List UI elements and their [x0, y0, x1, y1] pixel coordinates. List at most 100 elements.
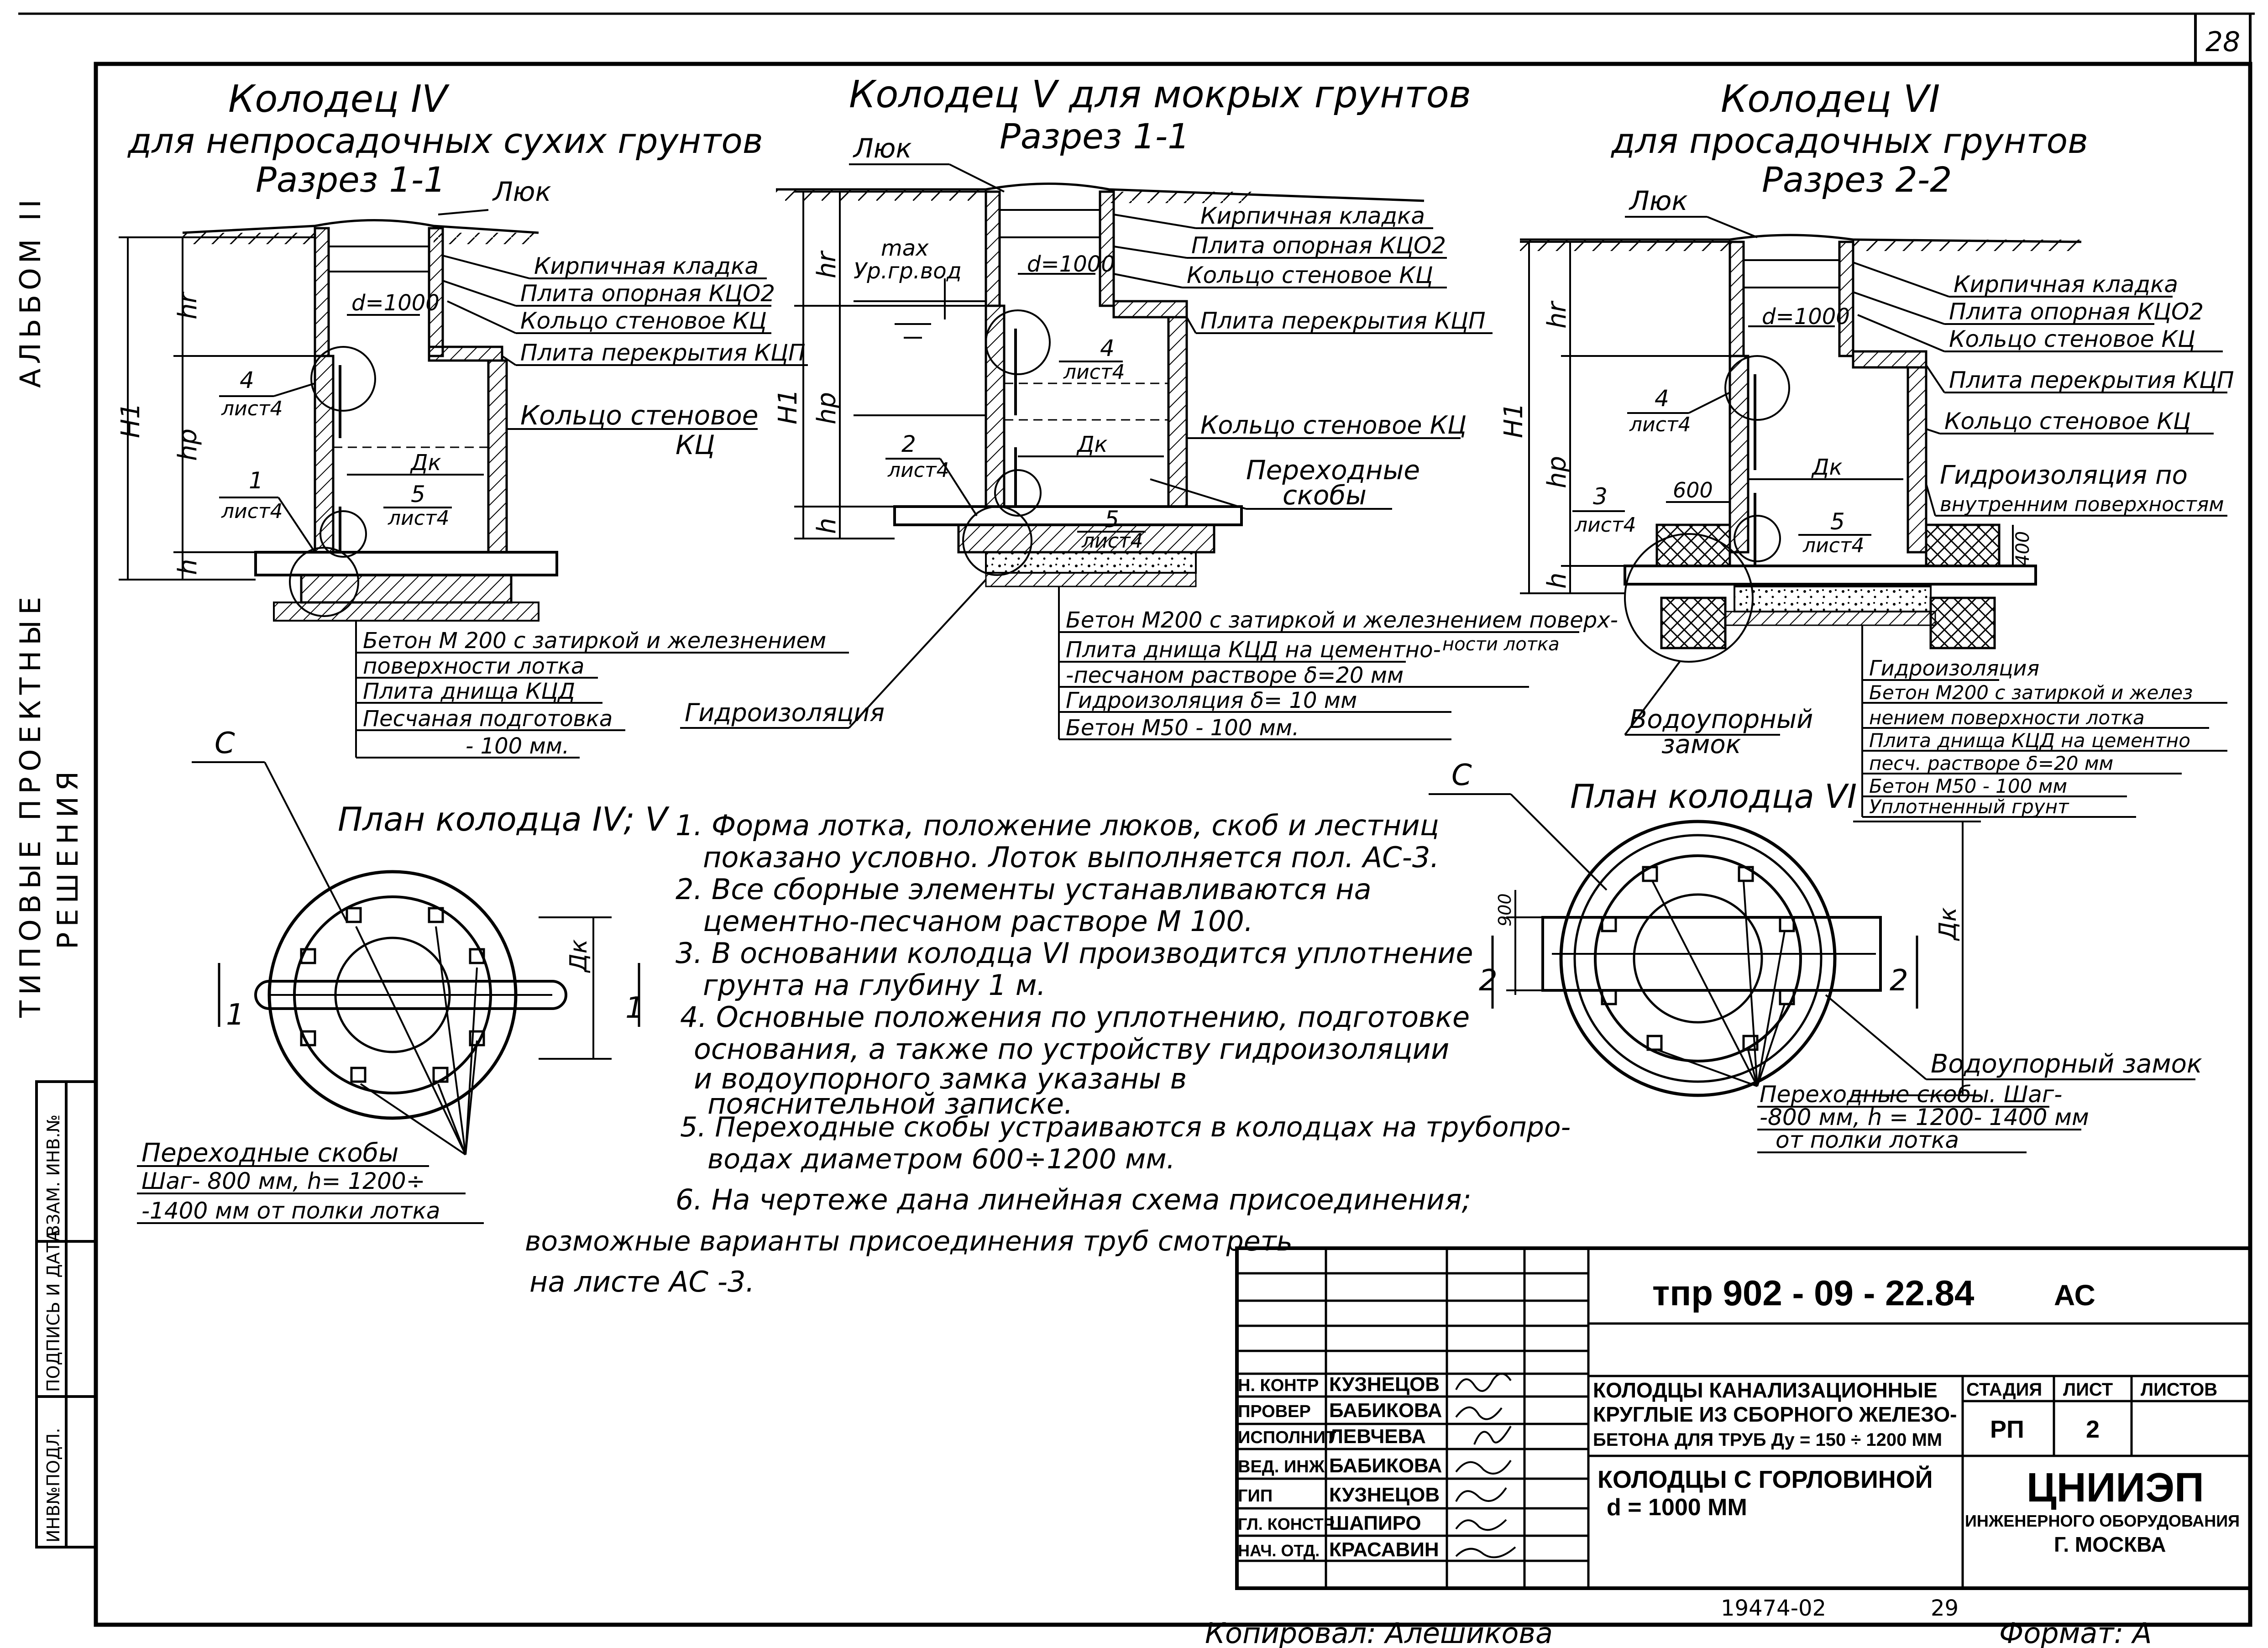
- well5-dim-H1: H1: [773, 389, 803, 424]
- sheet-title-1: КОЛОДЦЫ С ГОРЛОВИНОЙ: [1598, 1465, 1933, 1493]
- well4-base-note-3: Плита днища КЦД: [363, 679, 575, 704]
- role-4: ВЕД. ИНЖ: [1238, 1457, 1325, 1476]
- well5-label-kc: Кольцо стеновое КЦ: [1187, 262, 1433, 288]
- plan6-lock: Водоупорный замок: [1931, 1049, 2202, 1079]
- well5-base-note-5: Гидроизоляция δ= 10 мм: [1066, 688, 1357, 713]
- well6-base-note-1: Гидроизоляция: [1869, 656, 2039, 680]
- well6-ref3-sheet: лист4: [1574, 513, 1636, 537]
- well5-base-note-6: Бетон М50 - 100 мм.: [1066, 715, 1299, 741]
- plan45-cut-left: 1: [226, 998, 245, 1032]
- note-line-2: показано условно. Лоток выполняется пол.…: [703, 841, 1439, 874]
- well4-labels: [442, 255, 808, 430]
- role-1: Н. КОНТР: [1238, 1376, 1319, 1395]
- plan45-title: План колодца IV; V: [338, 800, 670, 838]
- name-5: КУЗНЕЦОВ: [1329, 1484, 1440, 1506]
- well5-base-note-1: Бетон М200 с затиркой и железнением пове…: [1066, 607, 1618, 633]
- role-2: ПРОВЕР: [1238, 1402, 1311, 1421]
- well5-section: Колодец V для мокрых грунтов Разрез 1-1 …: [680, 73, 1618, 741]
- well4-luk: Люк: [492, 176, 551, 207]
- well6-label-brick: Кирпичная кладка: [1954, 271, 2178, 298]
- well4-title: Колодец IV: [228, 78, 450, 121]
- well6-base-note-5: песч. растворе δ=20 мм: [1869, 752, 2113, 774]
- well5-water: Ур.гр.вод: [854, 258, 962, 284]
- plan6: План колодца VI С 900 Дк 2 2 Водоупорный…: [1429, 759, 2202, 1153]
- note-line-9: и водоупорного замка указаны в: [694, 1062, 1187, 1095]
- well6-ref4-sheet: лист4: [1629, 413, 1691, 436]
- role-5: ГИП: [1238, 1486, 1273, 1506]
- stamp-boxes: [35, 1080, 97, 1549]
- note-line-6: грунта на глубину 1 м.: [703, 968, 1046, 1002]
- well6-label-kc: Кольцо стеновое КЦ: [1949, 326, 2195, 352]
- well5-base-note-4: -песчаном растворе δ=20 мм: [1066, 663, 1404, 688]
- page-number: 28: [2205, 26, 2240, 58]
- well4-dim-hr: hr: [173, 292, 203, 319]
- note-line-10: пояснительной записке.: [707, 1087, 1073, 1120]
- name-3: ЛЕВЧЕВА: [1329, 1425, 1426, 1448]
- well6-base-note-7: Уплотненный грунт: [1869, 795, 2069, 818]
- org-city: Г. МОСКВА: [2054, 1533, 2166, 1556]
- well6-label-kco2: Плита опорная КЦО2: [1949, 298, 2204, 325]
- series-label-1: ТИПОВЫЕ ПРОЕКТНЫЕ: [14, 591, 47, 1018]
- well6-luk: Люк: [1629, 185, 1687, 216]
- name-6: ШАПИРО: [1329, 1512, 1421, 1534]
- note-line-4: цементно-песчаном растворе М 100.: [703, 905, 1253, 938]
- general-notes: 1. Форма лотка, положение люков, скоб и …: [525, 809, 1571, 1298]
- well4-base-note-1: Бетон М 200 с затиркой и железнением: [363, 628, 826, 654]
- sheet-frame: [18, 12, 2255, 1627]
- plan6-note-1: Переходные скобы. Шаг-: [1760, 1081, 2062, 1108]
- well6-label-hydro-2: внутренним поверхностям: [1940, 493, 2224, 516]
- well6-dk: Дк: [1811, 455, 1843, 480]
- sheet-title-2: d = 1000 ММ: [1607, 1494, 1747, 1521]
- well4-base-notes: [355, 621, 849, 759]
- well6-dim-600: 600: [1673, 478, 1713, 502]
- plan45-note-1: Переходные скобы: [141, 1138, 398, 1168]
- plan45-note-2: Шаг- 800 мм, h= 1200÷: [141, 1168, 425, 1194]
- well4-dk: Дк: [410, 450, 441, 476]
- well6-label-kcp: Плита перекрытия КЦП: [1949, 367, 2234, 393]
- role-6: ГЛ. КОНСТР: [1238, 1515, 1335, 1533]
- well6-lock-1: Водоупорный: [1629, 705, 1813, 734]
- well5-label-kco2: Плита опорная КЦО2: [1191, 232, 1446, 259]
- well4-ref1-sheet: лист4: [221, 500, 283, 523]
- plan45: План колодца IV; V С Дк 1 1: [137, 727, 670, 1224]
- left-margin: АЛЬБОМ II ТИПОВЫЕ ПРОЕКТНЫЕ РЕШЕНИЯ ИНВ№…: [14, 195, 97, 1549]
- stage-label: СТАДИЯ: [1966, 1380, 2042, 1400]
- well5-ref4-sheet: лист4: [1063, 361, 1125, 384]
- sheets-label: ЛИСТОВ: [2141, 1380, 2217, 1400]
- well6-ref4-num: 4: [1655, 385, 1669, 412]
- well5-label-brackets-2: скобы: [1283, 480, 1367, 511]
- doc-code: тпр 902 - 09 - 22.84: [1652, 1273, 1974, 1313]
- plan6-dim: 900: [1495, 893, 1515, 926]
- well6-subtitle: для просадочных грунтов: [1610, 120, 2088, 161]
- plan6-cut-right: 2: [1890, 964, 1908, 998]
- name-2: БАБИКОВА: [1329, 1399, 1442, 1422]
- title-block: тпр 902 - 09 - 22.84 АС Н. КОНТР ПРОВЕР …: [1235, 1246, 2252, 1590]
- note-line-8: основания, а также по устройству гидроиз…: [694, 1032, 1449, 1066]
- well6-d: d=1000: [1762, 304, 1850, 330]
- name-4: БАБИКОВА: [1329, 1454, 1442, 1477]
- well6-dim-H1: H1: [1499, 403, 1529, 438]
- well6-ref3-num: 3: [1593, 483, 1608, 510]
- well4-base-note-4: Песчаная подготовка: [363, 706, 613, 732]
- role-7: НАЧ. ОТД.: [1238, 1541, 1320, 1560]
- well4-section-label: Разрез 1-1: [256, 159, 446, 200]
- well4-label-brick: Кирпичная кладка: [534, 253, 759, 279]
- well5-dim-hp: hp: [812, 392, 842, 424]
- note-line-1: 1. Форма лотка, положение люков, скоб и …: [676, 809, 1439, 842]
- note-line-5: 3. В основании колодца VI производится у…: [676, 936, 1473, 970]
- plan45-note-3: -1400 мм от полки лотка: [141, 1198, 440, 1224]
- plan6-dk: Дк: [1934, 907, 1962, 941]
- well5-ref5-sheet: лист4: [1081, 529, 1143, 553]
- copied-by: Копировал: Алешикова: [1205, 1617, 1553, 1648]
- well5-dk: Дк: [1076, 432, 1108, 457]
- note-line-11: 5. Переходные скобы устраиваются в колод…: [680, 1111, 1571, 1143]
- note-line-14: возможные варианты присоединения труб см…: [525, 1225, 1293, 1257]
- archive-page: 29: [1931, 1596, 1959, 1621]
- well5-label-kc2: Кольцо стеновое КЦ: [1200, 411, 1467, 439]
- plan6-note-3: от полки лотка: [1776, 1127, 1959, 1153]
- well4-label-kc2b: КЦ: [676, 429, 715, 460]
- well4-dim-h: h: [173, 559, 203, 575]
- well4-base-note-2: поверхности лотка: [363, 654, 584, 679]
- format-label: Формат: А: [1999, 1617, 2152, 1648]
- plan6-cut-left: 2: [1479, 964, 1498, 998]
